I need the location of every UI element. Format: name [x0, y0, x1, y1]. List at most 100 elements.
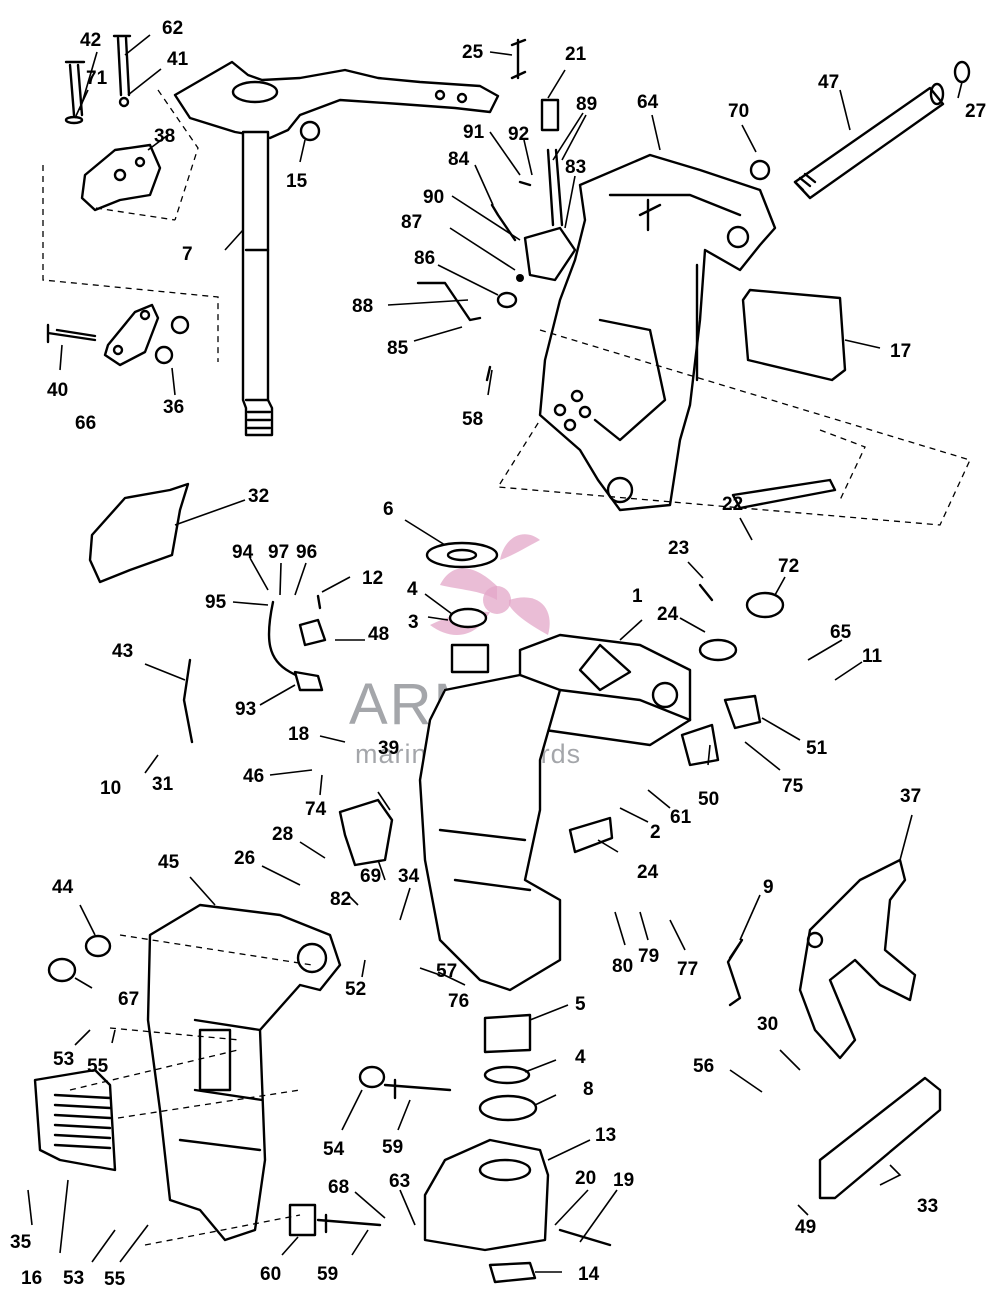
- callout-49: 49: [795, 1217, 816, 1238]
- clamp-bracket: [64, 34, 162, 212]
- callout-21: 21: [565, 44, 587, 65]
- callout-64: 64: [637, 92, 659, 113]
- callout-4b: 4: [575, 1047, 586, 1068]
- callout-19: 19: [613, 1170, 634, 1191]
- callout-59: 59: [382, 1137, 403, 1158]
- callout-63: 63: [389, 1171, 410, 1192]
- callout-60: 60: [260, 1264, 281, 1285]
- callout-90: 90: [423, 187, 444, 208]
- callout-92: 92: [508, 124, 529, 145]
- callout-66: 66: [75, 413, 96, 434]
- callout-75: 75: [782, 776, 804, 797]
- callout-67: 67: [118, 989, 139, 1010]
- callout-25: 25: [462, 42, 484, 63]
- callout-4: 4: [407, 579, 418, 600]
- callout-68: 68: [328, 1177, 349, 1198]
- callout-44: 44: [52, 877, 74, 898]
- callout-87: 87: [401, 212, 422, 233]
- callout-40: 40: [47, 380, 68, 401]
- callout-48: 48: [368, 624, 389, 645]
- callout-31: 31: [152, 774, 174, 795]
- callout-10: 10: [100, 778, 121, 799]
- tilt-lock-plate: [46, 303, 190, 367]
- callout-16: 16: [21, 1268, 42, 1289]
- callout-37: 37: [900, 786, 921, 807]
- callout-34: 34: [398, 866, 420, 887]
- tilt-lever: [798, 858, 917, 1060]
- callout-3: 3: [408, 612, 419, 633]
- callout-80: 80: [612, 956, 633, 977]
- callout-58: 58: [462, 409, 483, 430]
- callout-55: 55: [87, 1056, 109, 1077]
- callout-59b: 59: [317, 1264, 338, 1285]
- dash-guide-lower: [69, 934, 313, 1246]
- callout-1: 1: [632, 586, 643, 607]
- callout-33: 33: [917, 1196, 938, 1217]
- tilt-switch-assembly: [416, 38, 577, 382]
- callout-22: 22: [722, 494, 743, 515]
- callout-42: 42: [80, 30, 101, 51]
- callout-46: 46: [243, 766, 264, 787]
- callout-93: 93: [235, 699, 256, 720]
- callout-79: 79: [638, 946, 659, 967]
- callout-43: 43: [112, 641, 133, 662]
- callout-70: 70: [728, 101, 749, 122]
- callout-45: 45: [158, 852, 180, 873]
- callout-53: 53: [53, 1049, 74, 1070]
- callout-11: 11: [862, 646, 883, 667]
- callout-96: 96: [296, 542, 317, 563]
- callout-56: 56: [693, 1056, 714, 1077]
- callout-labels: 1 2 3 4 4 5 6 7 8 9 10 11 12 13 14 15 16…: [10, 18, 986, 1290]
- trim-sender-harness: [182, 594, 327, 744]
- callout-82: 82: [330, 889, 351, 910]
- callout-30: 30: [757, 1014, 778, 1035]
- leader-lines: [27, 34, 963, 1273]
- steering-housing: [146, 903, 342, 1242]
- callout-36: 36: [163, 397, 184, 418]
- dash-guide-bracket: [42, 89, 219, 362]
- cover-plate: [741, 288, 847, 382]
- callout-62: 62: [162, 18, 183, 39]
- callout-12: 12: [362, 568, 383, 589]
- callout-51: 51: [806, 738, 828, 759]
- callout-94: 94: [232, 542, 254, 563]
- callout-24: 24: [657, 604, 679, 625]
- callout-89: 89: [576, 94, 597, 115]
- callout-54: 54: [323, 1139, 345, 1160]
- callout-74: 74: [305, 799, 327, 820]
- callout-39: 39: [378, 738, 399, 759]
- callout-69: 69: [360, 866, 381, 887]
- callout-14: 14: [578, 1264, 600, 1285]
- callout-76: 76: [448, 991, 469, 1012]
- callout-52: 52: [345, 979, 366, 1000]
- callout-55b: 55: [104, 1269, 126, 1290]
- callout-85: 85: [387, 338, 409, 359]
- callout-15: 15: [286, 171, 308, 192]
- reverse-lock-housing: [88, 482, 190, 584]
- callout-5: 5: [575, 994, 586, 1015]
- callout-2: 2: [650, 822, 661, 843]
- steering-arm-and-tube: [173, 60, 500, 437]
- callout-18: 18: [288, 724, 309, 745]
- callout-6: 6: [383, 499, 394, 520]
- grille-cover: [33, 1068, 117, 1172]
- callout-20: 20: [575, 1168, 596, 1189]
- callout-91: 91: [463, 122, 485, 143]
- upper-bearing-stack: [425, 541, 499, 674]
- callout-95: 95: [205, 592, 227, 613]
- callout-41: 41: [167, 49, 189, 70]
- callout-88: 88: [352, 296, 373, 317]
- callout-50: 50: [698, 789, 719, 810]
- callout-38: 38: [154, 126, 175, 147]
- callout-61: 61: [670, 807, 692, 828]
- callout-77: 77: [677, 959, 698, 980]
- callout-47: 47: [818, 72, 839, 93]
- callout-24b: 24: [637, 862, 659, 883]
- callout-23: 23: [668, 538, 689, 559]
- callout-86: 86: [414, 248, 435, 269]
- callout-13: 13: [595, 1125, 616, 1146]
- callout-32: 32: [248, 486, 269, 507]
- stern-bracket: [538, 153, 777, 512]
- callout-71: 71: [86, 68, 108, 89]
